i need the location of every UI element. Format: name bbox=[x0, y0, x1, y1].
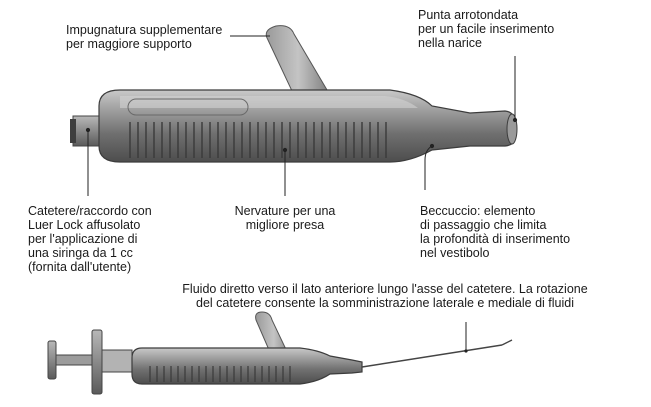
label-fluid-line-2: del catetere consente la somministrazion… bbox=[196, 296, 574, 310]
label-tip-line-2: per un facile inserimento bbox=[418, 22, 555, 36]
label-supplementary-grip: Impugnatura supplementare per maggiore s… bbox=[66, 23, 222, 51]
label-rounded-tip: Punta arrotondata per un facile inserime… bbox=[418, 8, 554, 50]
catheter bbox=[361, 344, 503, 368]
label-catheter-line-3: per l'applicazione di bbox=[28, 232, 138, 246]
label-catheter-line-4: una siringa da 1 cc bbox=[28, 246, 133, 260]
label-catheter-line-2: Luer Lock affusolato bbox=[28, 218, 141, 232]
label-spout-line-3: la profondità di inserimento bbox=[420, 232, 571, 246]
label-catheter-line-5: (fornita dall'utente) bbox=[28, 260, 132, 274]
label-tip-line-1: Punta arrotondata bbox=[418, 8, 519, 22]
label-spout: Beccuccio: elemento di passaggio che lim… bbox=[420, 204, 570, 260]
label-ribs-line-2: migliore presa bbox=[245, 218, 325, 232]
supplementary-grip bbox=[265, 25, 331, 109]
label-spout-line-2: di passaggio che limita bbox=[420, 218, 547, 232]
label-spout-line-1: Beccuccio: elemento bbox=[420, 204, 536, 218]
label-tip-line-3: nella narice bbox=[418, 36, 482, 50]
label-fluid-direction: Fluido diretto verso il lato anteriore l… bbox=[140, 282, 630, 310]
grip-ribs bbox=[129, 122, 387, 158]
label-spout-line-4: nel vestibolo bbox=[420, 246, 490, 260]
label-grip-line-1: Impugnatura supplementare bbox=[66, 23, 223, 37]
label-catheter-connector: Catetere/raccordo con Luer Lock affusola… bbox=[28, 204, 152, 274]
luer-lock-connector bbox=[72, 115, 100, 147]
label-catheter-line-1: Catetere/raccordo con bbox=[28, 204, 152, 218]
label-ribs-line-1: Nervature per una bbox=[234, 204, 336, 218]
label-fluid-line-1: Fluido diretto verso il lato anteriore l… bbox=[182, 282, 588, 296]
leader-lines bbox=[85, 35, 518, 196]
label-grip-ribs: Nervature per una migliore presa bbox=[218, 204, 352, 232]
label-grip-line-2: per maggiore supporto bbox=[66, 37, 192, 51]
main-device bbox=[70, 25, 518, 163]
device-with-syringe bbox=[47, 311, 513, 395]
